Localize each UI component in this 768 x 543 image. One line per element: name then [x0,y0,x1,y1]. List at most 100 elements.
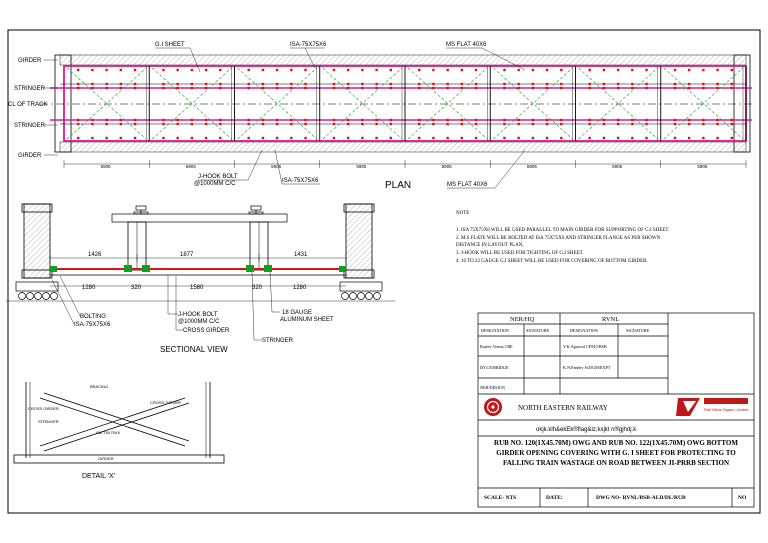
tb-rvnl-row-2: K.N.Pandey Sr.DGM/EXPT [563,365,611,370]
note-1: 1. ISA 75X75X6 WILL BE USED PARALLEL TO … [456,228,669,233]
section-label-jhook-spacing: @1000MM C/C [178,319,220,325]
plan-bay [152,66,235,141]
detail-label-girder: GIRDER [98,456,114,461]
tb-hindi-line: okjk.klh&ekEk®flag&iz;kxjkt n®gjhdj.k [536,426,637,433]
plan-label-jhook: J-HOOK BOLT [198,174,238,180]
tb-ner-header: NER/HQ [510,316,535,323]
note-2-cont: DISTANCE IN LAYOUT PLAN. [456,243,524,248]
tb-col-designation-rvnl: DESIGNATION [570,328,598,333]
plan-label-stringer-top: STRINGER [14,86,46,92]
plan-bay [407,66,491,141]
plan-label-ms-flat-top: MS FLAT 40X6 [446,42,487,48]
section-label-cross-girder: CROSS GIRDER [183,328,230,334]
tb-drawing-title: RUB NO. 120(1X45.70M) OWG AND RUB NO. 12… [494,439,738,467]
plan-dimension-text: 5905 [612,164,623,169]
tb-dwg-no: DWG NO- RVNL/BSB-ALD/DL/RUB [596,495,686,501]
plan-bay [66,66,150,141]
note-3: 3. J-HOOK WILL BE USED FOR TIGHTING OF G… [456,251,584,256]
note-2: 2. M.S FLATE WILL BE BOLTED AT ISA 75X75… [456,236,661,241]
tb-ner-row-3: NER/DESIGN [480,385,505,390]
tb-rvnl-header: RVNL [602,316,619,323]
ner-emblem-icon [484,398,502,416]
section-title: SECTIONAL VIEW [160,345,228,354]
section-girder-right [345,203,373,279]
plan-bay [322,66,406,141]
section-label-isa: ISA-75X75X6 [74,322,111,328]
section-label-aluminum: ALUMINUM SHEET [280,317,334,323]
section-label-bolting: BOLTING [80,314,106,320]
section-sleeper [111,213,288,223]
plan-dimension-text: 5905 [271,164,282,169]
plan-label-isa-bottom: ISA-75X75X6 [282,178,319,184]
tb-col-signature-rvnl: SIGNATURE [626,328,650,333]
section-dim-1280-left: 1280 [82,285,96,291]
plan-label-cl-track: CL OF TRACK [8,102,47,108]
section-girder-left [23,203,51,279]
section-dim-1426: 1426 [88,252,102,258]
plan-bay [578,66,662,141]
notes-heading: NOTE [456,211,469,216]
notes: NOTE 1. ISA 75X75X6 WILL BE USED PARALLE… [456,211,669,264]
plan-bay [237,66,321,141]
plan-view: GIRDER STRINGER CL OF TRACK STRINGER GIR… [8,42,752,191]
plan-label-girder-top: GIRDER [18,58,42,64]
section-dim-1877: 1877 [180,252,194,258]
plan-bays [66,66,747,141]
plan-label-girder-bottom: GIRDER [18,153,42,159]
sectional-view: 1426 1877 1431 1280 320 1580 320 1280 BO… [6,203,395,354]
section-label-jhook: J-HOOK BOLT [178,312,218,318]
girder-top [59,54,747,66]
plan-title: PLAN [385,180,411,191]
plan-label-gi-sheet: G.I SHEET [155,42,185,48]
plan-bay [493,66,576,141]
section-dim-320-left: 320 [131,285,142,291]
detail-label-cross-girder-2: CROSS GIRDER [150,400,181,405]
tb-col-signature-ner: SIGNATURE [526,328,550,333]
sheet-border [7,29,761,514]
plan-dimension-text: 5905 [442,164,453,169]
bearing-right [733,54,751,153]
rvnl-logo-icon: Rail Vikas Nigam Limited [676,398,748,416]
plan-label-isa-top: ISA-75X75X6 [290,42,327,48]
plan-label-jhook-spacing: @1000MM C/C [194,181,236,187]
tb-no: NO [738,495,747,501]
detail-bracing [39,392,190,452]
tb-ner-row-2: DY.CE/BRIDGE [480,365,509,370]
plan-dimension-text: 5905 [186,164,197,169]
detail-girder [13,454,225,464]
title-block [477,312,755,508]
section-dim-1580: 1580 [190,285,204,291]
tb-rvnl-row-1: Y.K.Agrawal CPM-I/BSB [563,344,607,349]
tb-ner-row-1: Rajeev Verma CBE [480,344,513,349]
section-bearings [15,281,383,300]
section-angles [50,265,346,272]
detail-x: BRACING CROSS GIRDER STRINGER ISA 75X75X… [13,382,225,480]
plan-dimension-text: 5905 [697,164,708,169]
girder-bottom [59,141,747,153]
tb-date: DATE: [546,495,563,501]
section-dim-320-right: 320 [252,285,263,291]
plan-label-stringer-bottom: STRINGER [14,123,46,129]
rvnl-logo-text: Rail Vikas Nigam Limited [704,407,748,412]
tb-company: NORTH EASTERN RAILWAY [518,404,608,412]
detail-label-bracing: BRACING [90,384,108,389]
section-dim-1280-right: 1280 [293,285,307,291]
tb-col-designation-ner: DESIGNATION [481,328,509,333]
plan-bay [663,66,747,141]
rail-left-icon [133,205,149,215]
section-dim-1431: 1431 [294,252,308,258]
detail-label-stringer: STRINGER [38,419,59,424]
section-label-stringer: STRINGER [262,338,294,344]
detail-label-isa: ISA 75X75X6 [96,430,121,435]
section-label-gauge: 18 GAUGE [282,310,312,316]
detail-title: DETAIL 'X' [82,473,115,480]
plan-label-ms-flat-bottom: MS FLAT 40X6 [447,182,488,188]
bearing-left [54,54,72,153]
note-4: 4. 16 TO 22 GAUGE G.I SHEET WILL BE USED… [456,259,648,264]
detail-label-cross-girder-1: CROSS GIRDER [28,406,59,411]
plan-dimension-text: 5905 [527,164,538,169]
plan-dimension-text: 5905 [356,164,367,169]
tb-scale: SCALE- NTS [484,495,516,501]
